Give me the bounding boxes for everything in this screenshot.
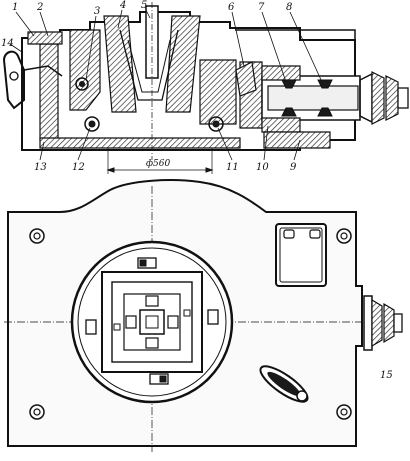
clamp-block-bottom (149, 373, 169, 385)
corner-bolt-bottom-left (29, 404, 45, 420)
clamp-block-left (85, 319, 97, 335)
clamp-block-top-mark (139, 259, 147, 267)
base-bracket (263, 131, 331, 149)
cone-right (165, 15, 201, 113)
leader-lines (9, 9, 323, 161)
handle-knob (296, 390, 308, 402)
corner-bolt-top-left-hole (33, 232, 41, 240)
bearing-left-lower (84, 116, 100, 132)
base-floor (39, 137, 241, 149)
pulley-hub (359, 72, 373, 124)
pulley-groove-2 (385, 75, 399, 121)
corner-bolt-bottom-left-hole (33, 408, 41, 416)
corner-bolt-top-left (29, 228, 45, 244)
mark-left (113, 323, 121, 331)
section-view: ф560 1 2 3 4 5 6 7 8 9 10 11 12 13 14 (1, 0, 409, 174)
callout-13: 13 (34, 162, 47, 173)
turntable-ring-inner (77, 247, 227, 397)
jaw-left (125, 315, 137, 329)
callout-5: 5 (141, 0, 147, 11)
table-frame-inner (123, 293, 181, 351)
bearing-right-lower-ball (212, 120, 220, 128)
inner-bowl (119, 29, 179, 101)
top-cap-left (27, 31, 63, 45)
left-stage-body (69, 29, 101, 111)
callout-6: 6 (228, 2, 235, 13)
dimension-label: ф560 (146, 159, 170, 169)
jaw-right (167, 315, 179, 329)
callout-10: 10 (256, 162, 269, 173)
corner-bolt-bottom-right-hole (340, 408, 348, 416)
clamp-block-right (207, 309, 219, 325)
callout-1: 1 (12, 2, 18, 13)
clamp-block-bottom-mark (159, 375, 167, 383)
window-latch-left (283, 229, 295, 239)
bevel-pinion (235, 61, 257, 97)
bearing-left-upper (75, 77, 89, 91)
shaft-end (397, 87, 409, 109)
bearing-left-lower-ball (88, 120, 96, 128)
jaw-top (145, 295, 159, 307)
side-pulley (363, 295, 403, 351)
callout-12: 12 (72, 162, 85, 173)
callout-9: 9 (290, 162, 297, 173)
pulley-groove-1 (371, 71, 385, 125)
roller-bearing-8-top (317, 79, 333, 89)
callout-4: 4 (119, 0, 126, 11)
bearing-right-lower (208, 116, 224, 132)
inspection-window (275, 223, 327, 287)
pulley-flange (363, 295, 373, 351)
inner-bowl-2 (127, 39, 171, 93)
pulley-shaft-end (393, 313, 403, 333)
pulley-disk-2 (383, 302, 395, 344)
chuck-center (139, 309, 165, 335)
corner-bolt-bottom-right (336, 404, 352, 420)
callout-8: 8 (286, 2, 292, 13)
corner-bolt-top-right (336, 228, 352, 244)
roller-bearing-7-top (281, 79, 297, 89)
bearing-cap-top (261, 65, 301, 81)
cover-plate (235, 29, 356, 45)
brake-lever (2, 50, 25, 110)
pulley-disk-1 (371, 298, 383, 348)
handle-grip-shading (267, 371, 301, 397)
clamp-block-top (137, 257, 157, 269)
lever-link (23, 65, 63, 77)
callout-11: 11 (226, 162, 239, 173)
lever-pivot (9, 71, 19, 81)
pinion-shaft (267, 85, 359, 111)
chuck-center-bore (145, 315, 159, 329)
left-wall (39, 43, 59, 141)
ring-gear-body (199, 59, 237, 125)
inspection-window-inner (279, 227, 323, 283)
mark-right (183, 309, 191, 317)
control-handle (259, 365, 309, 403)
roller-bearing-7-bottom (281, 107, 297, 117)
corner-bolt-top-right-hole (340, 232, 348, 240)
callout-3: 3 (94, 6, 100, 17)
roller-bearing-8-bottom (317, 107, 333, 117)
dimension-arrow-right (205, 167, 214, 173)
callout-7: 7 (258, 2, 265, 13)
table-frame-middle (111, 281, 193, 363)
callout-15: 15 (380, 370, 393, 381)
jaw-bottom (145, 337, 159, 349)
dimension-arrow-left (106, 167, 115, 173)
bearing-left-upper-ball (79, 81, 85, 87)
callout-14: 14 (1, 38, 14, 49)
window-latch-right (309, 229, 321, 239)
plan-view: 15 (4, 179, 403, 452)
callout-2: 2 (36, 2, 43, 13)
